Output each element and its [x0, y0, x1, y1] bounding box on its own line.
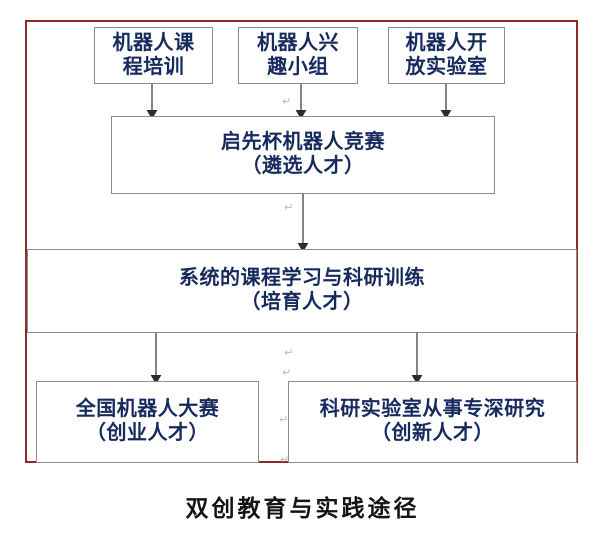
node-line-1: 启先杯机器人竞赛 — [221, 131, 385, 154]
node-line-2: 放实验室 — [405, 55, 488, 78]
node-line-1: 系统的课程学习与科研训练 — [179, 267, 425, 290]
node-systematic-study-and-research-training[interactable]: 系统的课程学习与科研训练 （培育人才） — [27, 249, 577, 333]
node-line-2: （创业人才） — [86, 422, 209, 444]
node-research-lab-deep-study[interactable]: 科研实验室从事专深研究 （创新人才） — [288, 381, 577, 463]
node-qixian-cup-competition[interactable]: 启先杯机器人竞赛 （遴选人才） — [111, 116, 495, 194]
node-line-2: 趣小组 — [267, 55, 329, 78]
pilcrow-mark: ↵ — [284, 347, 294, 359]
node-line-2: 程培训 — [122, 55, 185, 78]
node-line-2: （创新人才） — [371, 422, 494, 444]
node-robot-interest-group[interactable]: 机器人兴 趣小组 — [238, 27, 358, 84]
node-line-1: 全国机器人大赛 — [75, 398, 220, 421]
node-line-1: 科研实验室从事专深研究 — [319, 398, 546, 421]
node-robot-course-training[interactable]: 机器人课 程培训 — [94, 27, 213, 84]
pilcrow-mark: ↵ — [280, 454, 290, 466]
pilcrow-mark: ↵ — [284, 202, 294, 214]
node-line-2: （培育人才） — [240, 291, 364, 313]
pilcrow-mark: ↵ — [282, 367, 292, 379]
pilcrow-mark: ↵ — [282, 96, 292, 108]
node-line-1: 机器人课 — [112, 31, 195, 54]
node-line-2: （遴选人才） — [241, 155, 365, 177]
node-robot-open-lab[interactable]: 机器人开 放实验室 — [388, 27, 505, 84]
node-national-robot-contest[interactable]: 全国机器人大赛 （创业人才） — [36, 381, 259, 463]
pilcrow-mark: ↵ — [279, 414, 289, 426]
node-line-1: 机器人开 — [405, 31, 488, 54]
diagram-caption: 双创教育与实践途径 — [185, 496, 420, 521]
node-line-1: 机器人兴 — [257, 31, 339, 54]
